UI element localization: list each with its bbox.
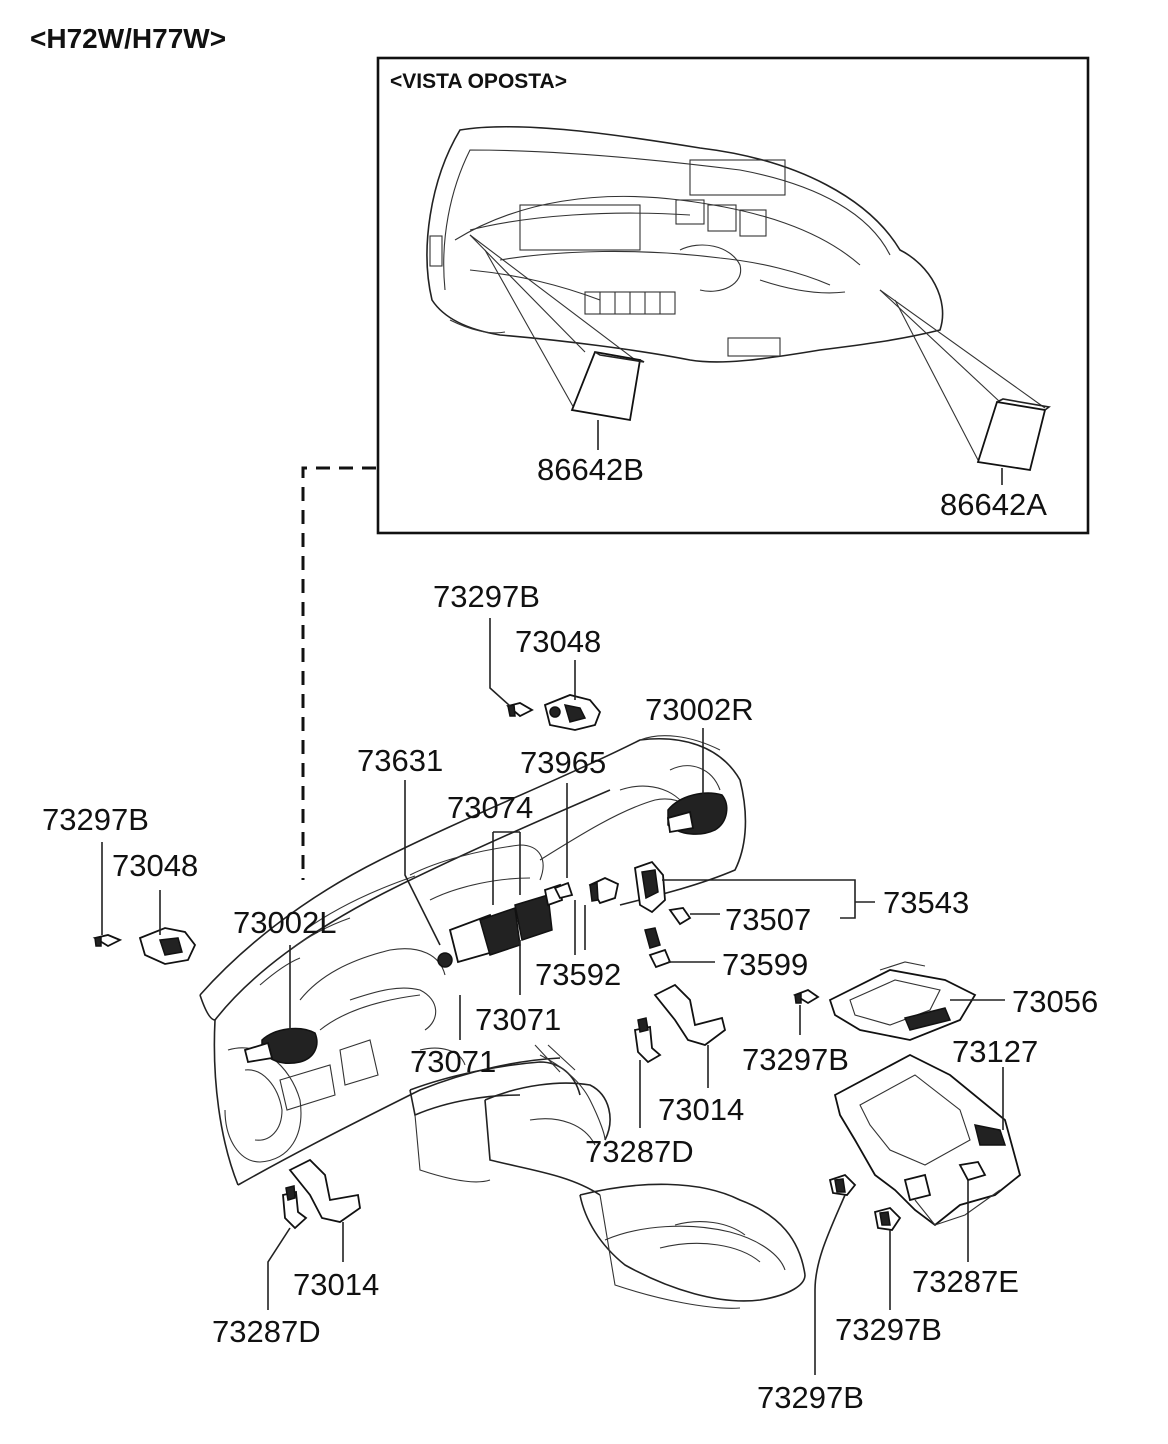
inset-dashboard-drawing xyxy=(426,125,944,363)
label-73014-low: 73014 xyxy=(293,1267,379,1302)
label-73002R: 73002R xyxy=(645,692,754,727)
label-86642B: 86642B xyxy=(537,452,644,487)
model-title: <H72W/H77W> xyxy=(30,23,226,54)
label-73297B-left: 73297B xyxy=(42,802,149,837)
label-73056: 73056 xyxy=(1012,984,1098,1019)
label-73287D-low: 73287D xyxy=(212,1314,321,1349)
part-86642A-shape xyxy=(976,400,1047,472)
part-86642B-shape xyxy=(570,350,642,422)
label-73287E: 73287E xyxy=(912,1264,1019,1299)
part-73048-left-group xyxy=(92,927,197,965)
label-73297B-top: 73297B xyxy=(433,579,540,614)
part-73543-bracket xyxy=(588,860,692,969)
label-73592: 73592 xyxy=(535,957,621,992)
label-73048-left: 73048 xyxy=(112,848,198,883)
label-73507: 73507 xyxy=(725,902,811,937)
label-73071-a: 73071 xyxy=(475,1002,561,1037)
label-73543: 73543 xyxy=(883,885,969,920)
part-73002L-vent xyxy=(243,1027,318,1064)
part-73056-tray xyxy=(792,961,977,1041)
label-73599: 73599 xyxy=(722,947,808,982)
label-73287D-mid: 73287D xyxy=(585,1134,694,1169)
part-73297B-bottom-nut xyxy=(828,1173,857,1196)
label-73074: 73074 xyxy=(447,790,533,825)
inset-connector-dashed xyxy=(301,466,376,880)
inset-frame xyxy=(376,56,1090,535)
label-73631: 73631 xyxy=(357,743,443,778)
part-73297B-low-nut xyxy=(873,1206,902,1231)
label-73297B-low: 73297B xyxy=(835,1312,942,1347)
label-73127: 73127 xyxy=(952,1034,1038,1069)
label-86642A: 86642A xyxy=(940,487,1047,522)
label-73014-mid: 73014 xyxy=(658,1092,744,1127)
label-73048-top: 73048 xyxy=(515,624,601,659)
part-73002R-vent xyxy=(666,792,728,835)
part-center-vents xyxy=(437,881,574,968)
label-73002L: 73002L xyxy=(233,905,336,940)
part-73127-frame xyxy=(833,1053,1022,1227)
inset-opposite-view: <VISTA OPOSTA> xyxy=(376,56,1090,535)
label-73297B-mid: 73297B xyxy=(742,1042,849,1077)
part-73014-low xyxy=(282,1158,361,1230)
part-73014-mid xyxy=(633,983,727,1064)
label-73297B-bottom: 73297B xyxy=(757,1380,864,1415)
label-73965: 73965 xyxy=(520,745,606,780)
part-73048-top-group xyxy=(506,694,602,731)
inset-leader-rays xyxy=(469,234,1046,461)
inset-title: <VISTA OPOSTA> xyxy=(390,70,567,93)
label-73071-b: 73071 xyxy=(410,1044,496,1079)
